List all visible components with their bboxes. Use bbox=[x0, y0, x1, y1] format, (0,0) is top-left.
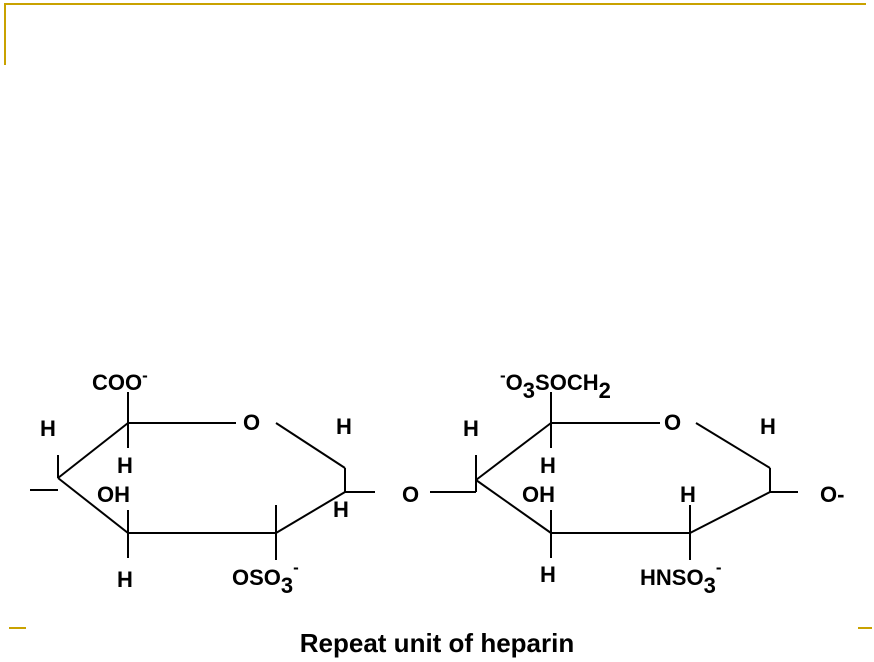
ring1-c1-h-bottom: H bbox=[333, 497, 349, 522]
frame-left-line bbox=[4, 3, 6, 65]
ring1-c1-h-top: H bbox=[336, 414, 352, 439]
ring2-c1-h: H bbox=[760, 414, 776, 439]
ring2-c2-hnso3: HNSO3- bbox=[640, 558, 721, 598]
figure-caption: Repeat unit of heparin bbox=[299, 628, 575, 658]
ring2-c4-h: H bbox=[463, 416, 479, 441]
ring2: -O3SOCH2 O H H H OH H H HNSO3- O- bbox=[460, 366, 844, 598]
ring1-c3-oh: OH bbox=[97, 482, 130, 507]
ring2-bond-c1-c2 bbox=[689, 491, 771, 534]
ring1-bond-c3-c4 bbox=[57, 477, 129, 534]
linkage-oxygen: O bbox=[402, 482, 419, 507]
ring2-bond-c4-c5 bbox=[475, 422, 552, 481]
ring2-c3-oh: OH bbox=[522, 482, 555, 507]
ring1-c3-h: H bbox=[117, 567, 133, 592]
ring2-c3-h: H bbox=[540, 562, 556, 587]
ring1-c5-h: H bbox=[117, 453, 133, 478]
ring2-c2-h: H bbox=[680, 482, 696, 507]
ring2-c5-h: H bbox=[540, 453, 556, 478]
ring1-bond-c1-c2 bbox=[275, 491, 346, 534]
ring1-c2-oso3: OSO3- bbox=[232, 558, 299, 598]
ring2-bond-c3-c4 bbox=[475, 479, 552, 534]
ring2-ch2-label: -O3SOCH2 bbox=[500, 366, 611, 403]
ring2-ring-oxygen: O bbox=[664, 410, 681, 435]
ring1-coo-label: COO- bbox=[92, 366, 148, 395]
ring1: COO- O H H H H OH H OSO3- bbox=[30, 366, 375, 598]
ring2-terminal-oxygen: O- bbox=[820, 482, 844, 507]
ring2-bond-o-c1 bbox=[695, 422, 771, 469]
ring1-bond-o-c1 bbox=[275, 422, 346, 469]
ring1-ring-oxygen: O bbox=[243, 410, 260, 435]
accent-dash-left bbox=[9, 627, 26, 629]
ring1-bond-c4-c5 bbox=[57, 422, 129, 479]
heparin-structure-diagram: COO- O H H H H OH H OSO3- O -O3SOCH bbox=[30, 366, 844, 598]
frame-top-line bbox=[4, 3, 866, 5]
ring1-c4-h: H bbox=[40, 416, 56, 441]
accent-dash-right bbox=[858, 627, 872, 629]
